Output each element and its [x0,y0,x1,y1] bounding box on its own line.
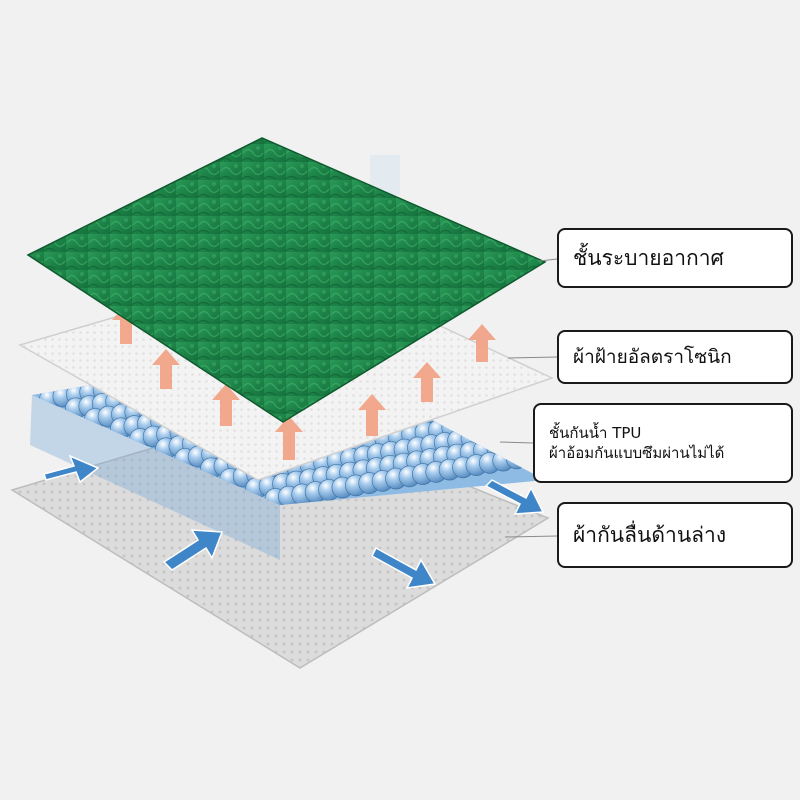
label-tpu-waterproof: ชั้นกันน้ำ TPU ผ้าอ้อมกันแบบซึมผ่านไม่ได… [533,403,793,483]
tpu-bubble [454,414,477,437]
leader-lines [499,258,558,538]
tpu-bubble [492,449,515,472]
label-tpu-line2: ผ้าอ้อมกันแบบซึมผ่านไม่ได้ [549,444,725,462]
label-breathable-layer: ชั้นระบายอากาศ [557,228,793,288]
tpu-bubble [505,447,528,470]
label-ultrasonic-cotton: ผ้าฝ้ายอัลตราโซนิก [557,330,793,384]
label-ultrasonic-cotton-text: ผ้าฝ้ายอัลตราโซนิก [573,346,732,368]
label-breathable-layer-text: ชั้นระบายอากาศ [573,245,724,270]
drain-down-arrow-icon [43,454,545,589]
tpu-bubble [499,434,522,457]
tpu-bubble [474,425,496,447]
label-non-slip-bottom: ผ้ากันลื่นด้านล่าง [557,502,793,568]
label-tpu-line1: ชั้นกันน้ำ TPU [549,423,642,442]
breathable-grass-layer [26,137,547,423]
label-non-slip-bottom-text: ผ้ากันลื่นด้านล่าง [573,522,727,547]
